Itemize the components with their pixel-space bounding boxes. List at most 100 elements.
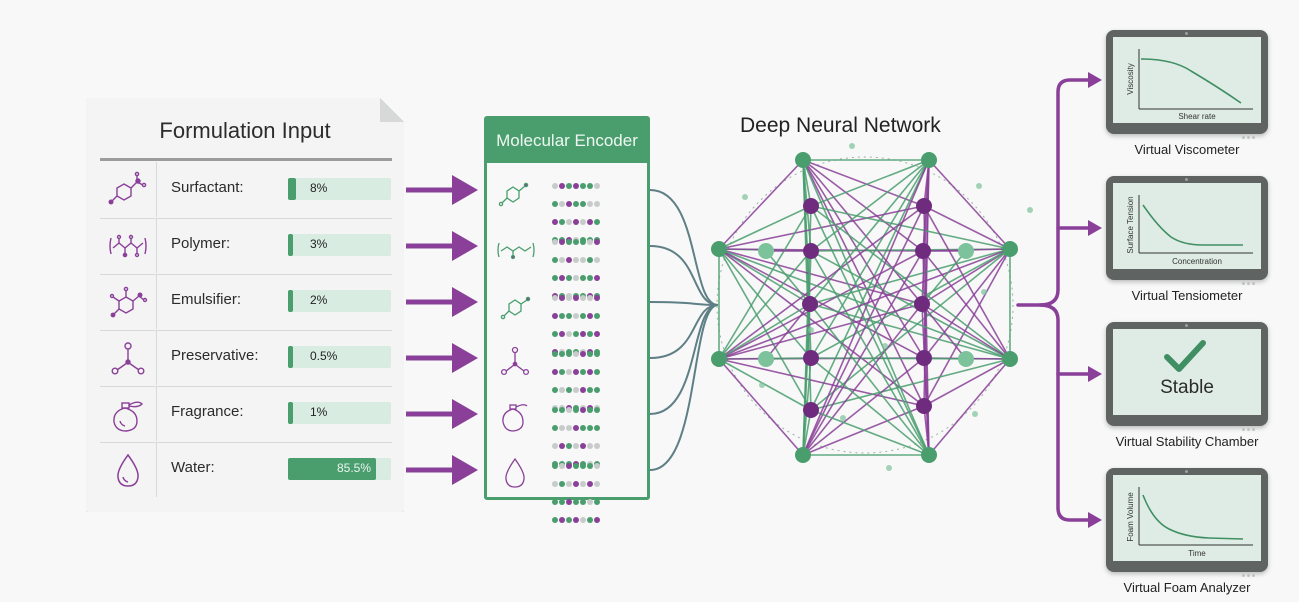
encoding-dot [580,407,586,413]
ingredient-row-emulsifier: Emulsifier: 2% [100,274,392,331]
encoding-dot [566,517,572,523]
network-node [803,198,819,214]
emulsifier-molecule-icon [100,274,157,329]
proportion-bar: 3% [288,234,391,256]
network-nodes [711,152,1018,463]
network-node [921,447,937,463]
output-arrowheads [1088,72,1102,528]
proportion-value: 0.5% [310,349,338,363]
encoding-dot [566,275,572,281]
encoding-dot [552,257,558,263]
encoding-dot [580,387,586,393]
encoding-dot [587,275,593,281]
network-particle [886,465,892,471]
encoding-dot [566,369,572,375]
proportion-value: 3% [310,237,328,251]
ingredient-label: Polymer: [171,235,231,252]
encoding-vector [552,233,608,305]
encoding-dot [587,387,593,393]
encoding-dot [580,257,586,263]
input-arrowhead [452,231,478,261]
checkmark-icon [1164,340,1206,372]
encoding-dot [573,443,579,449]
network-edge [718,358,812,411]
encoding-dot [580,463,586,469]
proportion-value: 85.5% [336,461,371,475]
encoding-dot [566,387,572,393]
network-edge [765,250,811,305]
ingredient-label: Preservative: [171,347,259,364]
encoder-link [649,304,719,359]
formulation-title: Formulation Input [159,118,331,143]
network-node [758,351,774,367]
encoding-dot [566,331,572,337]
network-edge [810,250,930,456]
input-arrowhead [452,455,478,485]
encoding-dot [566,239,572,245]
encoding-dot [559,369,565,375]
encoding-dot [573,425,579,431]
encoding-dot [552,313,558,319]
y-axis-label: Viscosity [1126,63,1135,94]
network-edge [810,205,930,456]
encoding-dot [587,351,593,357]
network-node [914,296,930,312]
network-particles [742,143,1033,471]
proportion-fill [288,402,294,424]
network-edge [810,159,930,359]
encoding-dot [580,183,586,189]
network-edge [809,303,930,456]
encoding-dot [587,331,593,337]
encoding-dot [594,443,600,449]
encoding-dot [573,201,579,207]
network-node [916,350,932,366]
encoding-dot [559,313,565,319]
ingredient-label: Surfactant: [171,179,244,196]
page-fold-corner [380,98,404,122]
network-edge [923,205,1011,360]
input-arrowhead [452,343,478,373]
ingredient-label: Fragrance: [171,403,244,420]
encoding-dot [580,313,586,319]
encoding-dot [594,257,600,263]
encoding-dot [587,517,593,523]
encoding-dot [573,499,579,505]
encoding-dot [580,331,586,337]
proportion-value: 1% [310,405,328,419]
encoding-dot [559,239,565,245]
proportion-fill [288,458,377,480]
encoding-dot [594,481,600,487]
proportion-fill [288,290,294,312]
network-particle [981,289,987,295]
encoding-dot [552,295,558,301]
network-particle [759,382,765,388]
viscometer-tablet: Viscosity Shear rate [1106,30,1268,139]
encoding-dot [580,517,586,523]
encoding-dot [594,387,600,393]
molecule-thumbnail-icon [497,242,535,260]
encoding-dot [559,201,565,207]
input-arrows [406,175,478,485]
network-node [795,447,811,463]
encoding-dot [594,275,600,281]
network-edge [810,159,930,411]
molecule-thumbnail-icon [502,404,528,432]
proportion-fill [288,234,294,256]
camera-dot [1185,32,1188,35]
encoding-dot [594,351,600,357]
network-edge [718,205,925,360]
polymer-chain-icon [100,218,157,273]
encoding-dot [559,443,565,449]
network-node [958,351,974,367]
network-particle [882,343,888,349]
network-edge [765,303,811,360]
encoding-dot [594,295,600,301]
encoding-dot [573,369,579,375]
encoding-dot [573,407,579,413]
encoding-dot [552,463,558,469]
network-edge [921,248,1011,305]
preservative-molecule-icon [100,330,157,385]
network-edge [802,159,930,456]
encoding-dot [552,369,558,375]
